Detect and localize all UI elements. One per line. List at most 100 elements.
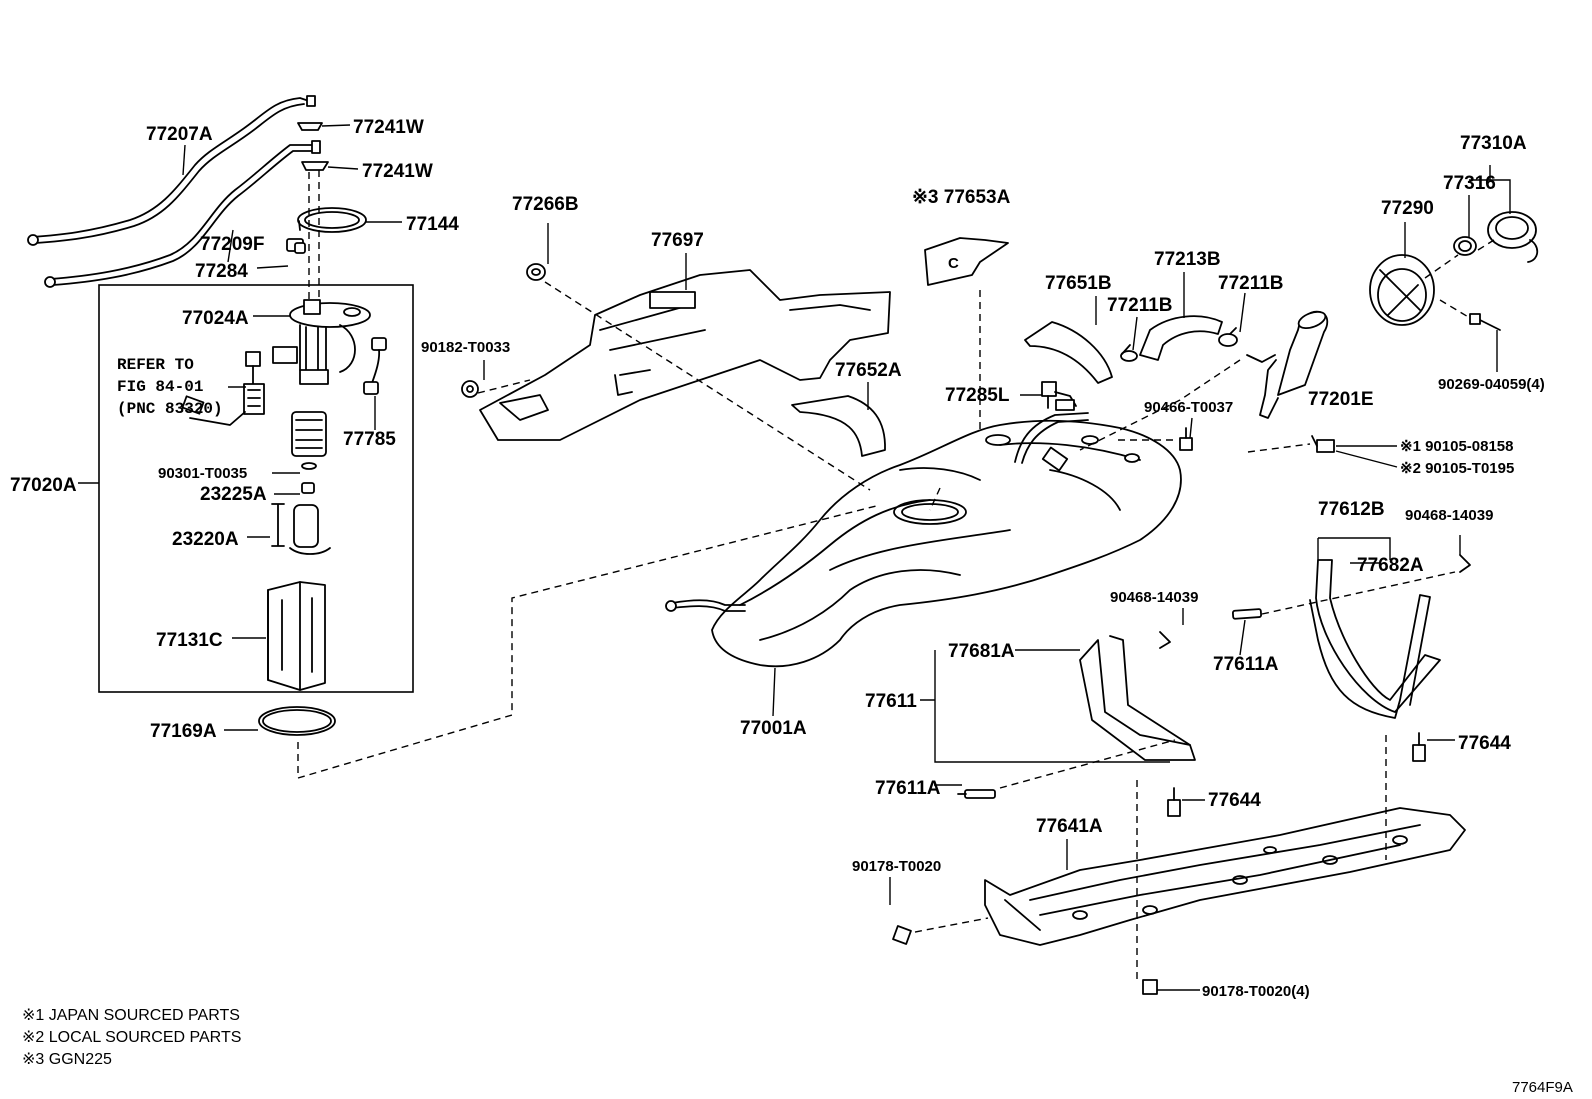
label-77653A: ※3 77653A [912, 187, 1011, 208]
label-77612B: 77612B [1318, 499, 1385, 520]
label-90466-T0037: 90466-T0037 [1144, 399, 1233, 416]
protector-77652A [791, 395, 886, 457]
label-77652A: 77652A [835, 360, 902, 381]
label-77201E: 77201E [1308, 389, 1374, 410]
label-77644-right: 77644 [1458, 733, 1511, 754]
pump-flange-77024A [272, 299, 371, 385]
gasket-77169A [258, 706, 336, 736]
label-77213B: 77213B [1154, 249, 1221, 270]
fuel-cap-77310A [1487, 211, 1539, 263]
hose-clamp-77211B-right [1218, 327, 1238, 347]
bolt-77644-left [1167, 787, 1181, 817]
tank-band-77682A [1309, 594, 1431, 719]
label-77266B: 77266B [512, 194, 579, 215]
diagram-code: 7764F9A [1512, 1079, 1573, 1096]
retainer-ring-77144 [297, 207, 367, 233]
clip-90468-lower [1159, 631, 1171, 649]
bolt-90466 [1179, 427, 1193, 451]
screw-90269 [1469, 313, 1501, 331]
protector-77651B [1024, 321, 1113, 384]
label-77024A: 77024A [182, 308, 249, 329]
dashed-alignment-lines [297, 170, 1495, 980]
clip-90468-upper [1459, 554, 1471, 573]
filler-housing-77290 [1369, 254, 1435, 326]
label-77681A: 77681A [948, 641, 1015, 662]
label-77611A-left: 77611A [875, 778, 941, 799]
label-77144: 77144 [406, 214, 459, 235]
label-77211B-left: 77211B [1107, 295, 1173, 316]
label-90178-T0020-4: 90178-T0020(4) [1202, 983, 1310, 1000]
underbody-protector-77641A [984, 807, 1466, 946]
bolt-77644-right [1412, 732, 1426, 762]
label-90105-08158: ※1 90105-08158 [1400, 438, 1514, 455]
label-77241W-upper: 77241W [353, 117, 424, 138]
label-77241W-lower: 77241W [362, 161, 433, 182]
bolt-90105 [1311, 435, 1335, 453]
label-77611A-right: 77611A [1213, 654, 1279, 675]
hose-clamp-77211B-left [1120, 344, 1138, 362]
fuel-pump-23220A [271, 503, 331, 555]
nut-90178-left [892, 925, 912, 945]
label-90468-14039-upper: 90468-14039 [1405, 507, 1493, 524]
bolt-77611A-left [957, 789, 996, 799]
label-90269-04059: 90269-04059(4) [1438, 376, 1545, 393]
label-77644-left: 77644 [1208, 790, 1261, 811]
label-23225A: 23225A [200, 484, 267, 505]
clip-90182 [461, 380, 479, 398]
label-refer-to: REFER TO [117, 356, 194, 374]
label-77611: 77611 [865, 691, 917, 712]
label-77682A: 77682A [1357, 555, 1424, 576]
label-77207A: 77207A [146, 124, 213, 145]
footnotes: ※1 JAPAN SOURCED PARTS ※2 LOCAL SOURCED … [22, 1007, 1573, 1096]
label-77169A: 77169A [150, 721, 217, 742]
hose-77213B [1139, 315, 1223, 361]
label-77284: 77284 [195, 261, 248, 282]
tank-band-77681A [1079, 635, 1196, 761]
connector-77284 [286, 238, 306, 254]
label-90105-T0195: ※2 90105-T0195 [1400, 460, 1514, 477]
sender-gauge-83320 [181, 351, 265, 426]
protector-77697 [479, 269, 891, 441]
assembly-box-77020A [98, 284, 414, 693]
fuel-line-77207A [27, 95, 316, 246]
fuel-line-77209F [44, 140, 321, 288]
label-23220A: 23220A [172, 529, 239, 550]
clip-77241W-lower [301, 161, 329, 171]
label-77209F: 77209F [200, 234, 264, 255]
label-77641A: 77641A [1036, 816, 1103, 837]
label-77310A: 77310A [1460, 133, 1527, 154]
nut-90178-bottom [1142, 979, 1158, 995]
label-77651B: 77651B [1045, 273, 1112, 294]
o-ring-90301 [301, 462, 317, 470]
label-90301-T0035: 90301-T0035 [158, 465, 247, 482]
label-77211B-right: 77211B [1218, 273, 1284, 294]
label-90468-14039-lower: 90468-14039 [1110, 589, 1198, 606]
clip-77241W-upper [297, 122, 323, 131]
part-labels: 77207A 77241W 77241W 77144 77209F 77284 … [10, 117, 1545, 1000]
bolt-77611A-right [1231, 608, 1263, 620]
label-90182-T0033: 90182-T0033 [421, 339, 510, 356]
wire-77785 [363, 337, 387, 395]
filler-pipe-77201E [1246, 310, 1329, 419]
collar-23225A [301, 482, 315, 494]
fuel-tank-77001A [665, 412, 1182, 668]
label-77020A: 77020A [10, 475, 77, 496]
filter-sock [291, 411, 327, 457]
protector-77653A: C [924, 237, 1009, 286]
label-90178-T0020: 90178-T0020 [852, 858, 941, 875]
gasket-77316 [1453, 236, 1477, 256]
label-77001A: 77001A [740, 718, 807, 739]
valve-77285L [1041, 381, 1077, 411]
clip-77266B [526, 263, 546, 281]
footnote-local-sourced: ※2 LOCAL SOURCED PARTS [22, 1029, 241, 1046]
label-77697: 77697 [651, 230, 704, 251]
label-refer-pnc: (PNC 83320) [117, 400, 223, 418]
label-77285L: 77285L [945, 385, 1010, 406]
footnote-ggn225: ※3 GGN225 [22, 1051, 112, 1068]
label-77290: 77290 [1381, 198, 1434, 219]
label-77316: 77316 [1443, 173, 1496, 194]
label-77785: 77785 [343, 429, 396, 450]
label-77131C: 77131C [156, 630, 223, 651]
footnote-japan-sourced: ※1 JAPAN SOURCED PARTS [22, 1007, 240, 1024]
